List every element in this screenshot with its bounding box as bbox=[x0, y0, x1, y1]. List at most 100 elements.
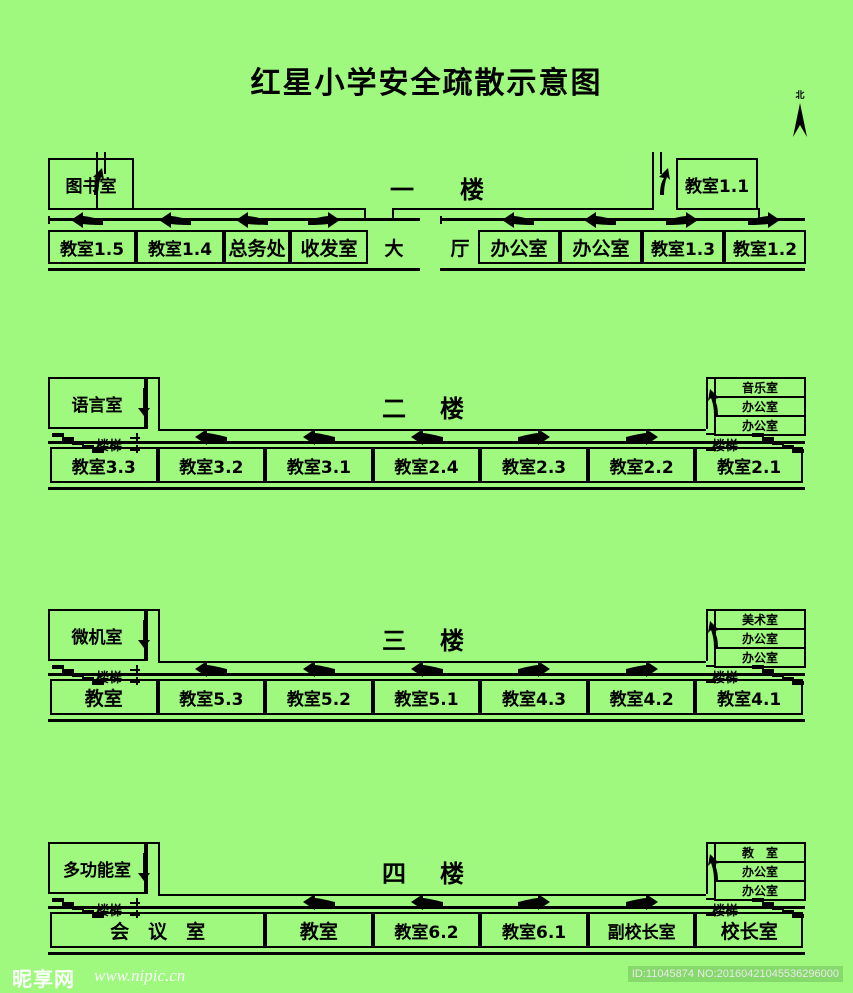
stair-shaft-left-top bbox=[146, 842, 160, 844]
corridor-bottom-wall bbox=[158, 661, 706, 663]
hall-label-left: 大 bbox=[384, 237, 404, 260]
evacuation-arrow-right-icon bbox=[625, 894, 658, 910]
stair-tick-right-a bbox=[706, 898, 716, 900]
floor-name-label-3: 三 bbox=[382, 627, 407, 655]
corridor-wall-right-vertical bbox=[660, 152, 662, 174]
watermark-id: ID:11045874 NO:20160421045536296000 bbox=[627, 966, 843, 982]
stair-direction-hook-icon bbox=[93, 168, 104, 195]
stair-tick-right-b bbox=[706, 914, 716, 916]
slab-line-right-bottom bbox=[440, 268, 805, 271]
room-stack-f4-0: 教 室 bbox=[714, 842, 806, 863]
room-cell-f2-6: 教室2.1 bbox=[695, 447, 803, 483]
room-cell-f4-4: 副校长室 bbox=[587, 912, 696, 948]
stair-shaft-left-outer-wall bbox=[158, 842, 160, 894]
evacuation-arrow-right-icon bbox=[518, 894, 551, 910]
room-cell-f4-5: 校长室 bbox=[695, 912, 803, 948]
room-cell-f2-3: 教室2.4 bbox=[372, 447, 481, 483]
evacuation-arrow-left-icon bbox=[195, 661, 228, 677]
evacuation-arrow-left-icon bbox=[410, 894, 443, 910]
stair-tick-left-c bbox=[130, 914, 140, 916]
stair-shaft-left-inner-wall bbox=[146, 842, 148, 894]
room-cell-f4-3: 教室6.1 bbox=[480, 912, 588, 948]
stair-tick-left-d bbox=[136, 445, 138, 453]
slab-line-bottom-f3 bbox=[48, 719, 805, 722]
stair-shaft-right-outer-wall bbox=[706, 377, 708, 429]
evacuation-arrow-left-icon bbox=[302, 894, 335, 910]
slab-line-left-top bbox=[48, 218, 420, 221]
stair-shaft-left-wall bbox=[104, 152, 106, 174]
room-cell-f1-left-2: 总务处 bbox=[224, 230, 290, 264]
watermark-url: www.nipic.cn bbox=[94, 966, 186, 985]
north-arrow-icon bbox=[793, 103, 807, 137]
stair-tick-left-b bbox=[130, 437, 140, 439]
room-corner-left-f3: 微机室 bbox=[48, 609, 146, 661]
stair-shaft-right-top bbox=[706, 377, 716, 379]
floor-name-label-2: 楼 bbox=[440, 395, 465, 423]
stair-shaft-right-outer-wall bbox=[706, 609, 708, 661]
evacuation-arrow-right-icon bbox=[625, 429, 658, 445]
room-corner-left-f2: 语言室 bbox=[48, 377, 146, 429]
stair-tick-right-a bbox=[706, 665, 716, 667]
room-stack-f3-1: 办公室 bbox=[714, 628, 806, 649]
slab-cap-mid bbox=[440, 216, 442, 224]
stair-tick-left-c bbox=[130, 449, 140, 451]
stair-shaft-right-outer-wall bbox=[706, 842, 708, 894]
slab-cap-left bbox=[48, 216, 50, 224]
stair-shaft-left-outer-wall bbox=[158, 377, 160, 429]
corridor-wall-left-bottom bbox=[96, 208, 366, 210]
evacuation-arrow-left-icon bbox=[302, 661, 335, 677]
stair-direction-hook-icon bbox=[138, 388, 150, 416]
stair-tick-right-b bbox=[706, 449, 716, 451]
room-classroom-1-1: 教室1.1 bbox=[676, 158, 758, 210]
stair-tick-left-b bbox=[130, 669, 140, 671]
evacuation-arrow-right-icon bbox=[625, 661, 658, 677]
slab-line-right-top bbox=[440, 218, 805, 221]
room-cell-f2-0: 教室3.3 bbox=[50, 447, 158, 483]
room-cell-f3-0: 教室 bbox=[50, 679, 158, 715]
stair-direction-hook-icon bbox=[138, 853, 150, 881]
right-room-edge bbox=[758, 208, 760, 218]
slab-line-top-f4 bbox=[48, 906, 805, 909]
stair-shaft-left-top bbox=[146, 377, 160, 379]
room-cell-f1-right-2: 教室1.3 bbox=[642, 230, 724, 264]
stair-direction-hook-icon bbox=[659, 168, 670, 195]
room-cell-f2-5: 教室2.2 bbox=[587, 447, 696, 483]
corridor-wall-right-bottom bbox=[392, 208, 652, 210]
room-cell-f1-right-1: 办公室 bbox=[560, 230, 642, 264]
watermark-logo: 昵享网 bbox=[12, 967, 75, 991]
stair-shaft-left-inner-wall bbox=[146, 377, 148, 429]
room-corner-left-f4: 多功能室 bbox=[48, 842, 146, 894]
floor-name-label-1: 一 bbox=[390, 176, 415, 204]
room-cell-f1-left-1: 教室1.4 bbox=[136, 230, 224, 264]
floor-name-label-4: 四 bbox=[382, 860, 407, 888]
evacuation-arrow-left-icon bbox=[410, 661, 443, 677]
stair-shaft-left-outer-wall bbox=[158, 609, 160, 661]
room-cell-f1-left-3: 收发室 bbox=[290, 230, 368, 264]
slab-line-top-f3 bbox=[48, 673, 805, 676]
room-cell-f4-2: 教室6.2 bbox=[372, 912, 481, 948]
evacuation-arrow-left-icon bbox=[302, 429, 335, 445]
compass-north-label: 北 bbox=[795, 91, 805, 101]
room-cell-f3-6: 教室4.1 bbox=[695, 679, 803, 715]
corridor-end-left bbox=[364, 208, 366, 218]
room-stack-f2-1: 办公室 bbox=[714, 396, 806, 417]
room-stack-f4-1: 办公室 bbox=[714, 861, 806, 882]
slab-line-bottom-f2 bbox=[48, 487, 805, 490]
room-stack-f2-0: 音乐室 bbox=[714, 377, 806, 398]
corridor-end-right bbox=[392, 208, 394, 218]
stair-shaft-right-top bbox=[706, 842, 716, 844]
room-cell-f3-1: 教室5.3 bbox=[157, 679, 266, 715]
stair-direction-hook-icon bbox=[708, 854, 719, 881]
stair-direction-hook-icon bbox=[708, 621, 719, 648]
stair-direction-hook-icon bbox=[138, 620, 150, 648]
stair-shaft-right-top bbox=[706, 609, 716, 611]
slab-line-left-bottom bbox=[48, 268, 420, 271]
evacuation-arrow-right-icon bbox=[518, 661, 551, 677]
room-cell-f3-3: 教室5.1 bbox=[372, 679, 481, 715]
room-cell-f1-left-0: 教室1.5 bbox=[48, 230, 136, 264]
stair-tick-right-b bbox=[706, 681, 716, 683]
stair-shaft-left-inner-wall bbox=[146, 609, 148, 661]
stair-shaft-left-top bbox=[146, 609, 160, 611]
